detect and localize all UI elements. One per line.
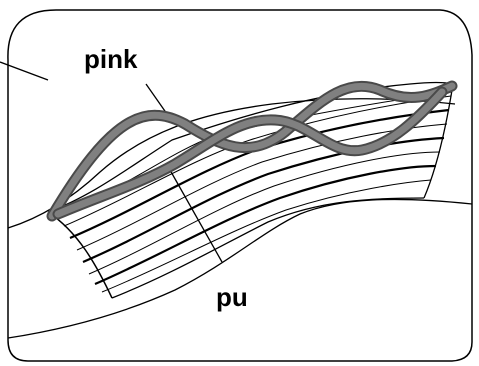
wedge-lower-edge [111,197,425,299]
wedge-back-face [423,83,454,199]
wedge-upper-edge [47,81,454,213]
pointer-pu [169,169,223,263]
layer-line [82,136,445,264]
pointer-top-left [0,61,49,81]
label-pu: pu [216,282,248,312]
twisted-strands [46,80,458,222]
surface-band-lower [7,198,473,339]
layer-line [101,179,432,293]
outer-frame [7,9,473,362]
layer-line [63,95,452,227]
wedge-front-face [47,211,113,299]
strand-a [48,82,456,220]
layer-line [88,151,441,275]
label-pink: pink [84,44,138,74]
strand-b [54,88,446,218]
layer-line [94,164,437,286]
